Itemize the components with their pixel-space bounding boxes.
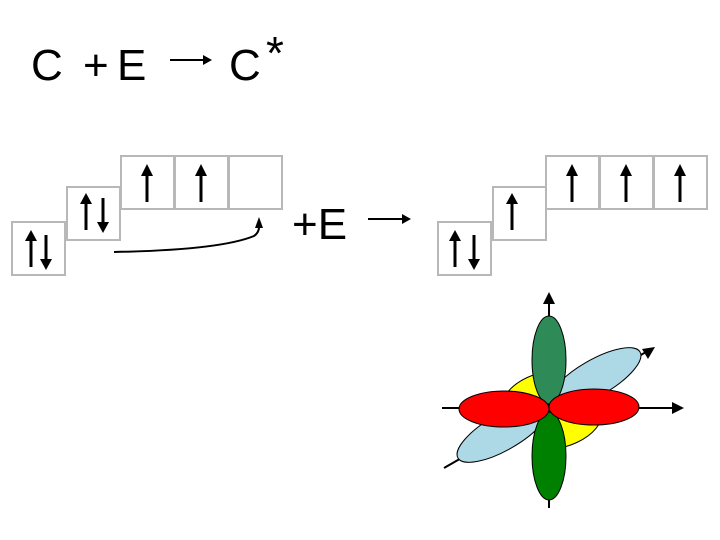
excited-2s-orbital-box	[492, 186, 547, 241]
excited-1s-electron-pair-icon	[449, 230, 480, 270]
vertical-axis-arrowhead	[543, 292, 555, 304]
green-lobe-top	[531, 315, 567, 405]
ground-2p-orbital-box-3-empty	[228, 155, 283, 210]
excited-2p-3-up-electron-icon	[674, 164, 686, 202]
excited-2p-orbital-box-3	[653, 155, 708, 210]
energy-symbol: E	[117, 41, 147, 90]
excited-1s-orbital-box	[437, 221, 492, 276]
excited-state-star: *	[266, 27, 284, 79]
excited-2p-1-up-electron-icon	[566, 164, 578, 202]
green-lobe-bottom	[531, 411, 567, 501]
excited-2s-up-electron-icon	[506, 193, 518, 230]
ground-2p-orbital-box-1	[120, 155, 175, 210]
reactant-carbon-symbol: C	[31, 41, 63, 90]
horizontal-axis-arrowhead	[672, 402, 684, 414]
excited-2p-orbital-box-2	[599, 155, 654, 210]
diagonal-axis-arrowhead	[642, 347, 655, 359]
ground-2s-electron-pair-icon	[80, 193, 109, 233]
excited-2p-2-up-electron-icon	[620, 164, 632, 202]
red-lobe-left	[458, 390, 550, 428]
ground-1s-electron-pair-icon	[25, 230, 52, 270]
equation-plus-sign: +	[83, 41, 109, 90]
ground-2p-2-up-electron-icon	[195, 164, 207, 202]
red-lobe-right	[548, 388, 640, 426]
ground-2s-orbital-box	[66, 186, 121, 241]
energy-input-label: +E	[292, 200, 348, 249]
ground-1s-orbital-box	[11, 221, 66, 276]
excited-carbon-symbol: C	[229, 41, 261, 90]
ground-2p-1-up-electron-icon	[141, 164, 153, 202]
